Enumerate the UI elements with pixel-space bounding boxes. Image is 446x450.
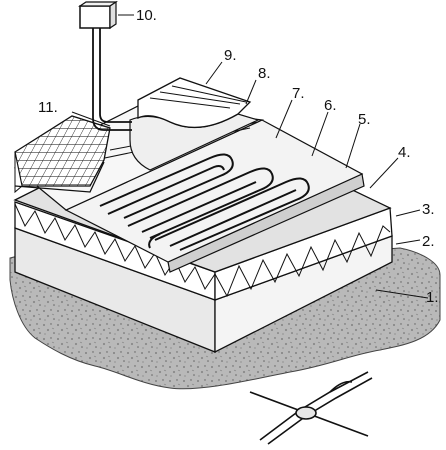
label-7: 7. xyxy=(292,85,305,102)
label-3: 3. xyxy=(422,201,435,218)
thermostat-box xyxy=(79,5,111,29)
conduit-pipe xyxy=(92,28,132,131)
cable-splice-detail xyxy=(249,371,373,445)
insulation-zigzag-side xyxy=(214,225,391,298)
board-joints xyxy=(149,85,247,109)
thermostat-box-side xyxy=(109,0,117,30)
insulation-zigzag-front xyxy=(14,203,216,291)
label-6: 6. xyxy=(324,97,337,114)
label-5: 5. xyxy=(358,111,371,128)
layer-9-board-top xyxy=(137,77,252,128)
label-10: 10. xyxy=(136,7,157,24)
leader-lines xyxy=(71,14,429,299)
label-2: 2. xyxy=(422,233,435,250)
label-9: 9. xyxy=(224,47,237,64)
heating-cable xyxy=(99,153,310,251)
label-11: 11. xyxy=(38,99,58,116)
layer-11-tiles-front xyxy=(14,151,23,194)
tile-edge xyxy=(14,161,105,193)
label-8: 8. xyxy=(258,65,271,82)
label-1: 1. xyxy=(426,289,439,306)
label-4: 4. xyxy=(398,144,411,161)
